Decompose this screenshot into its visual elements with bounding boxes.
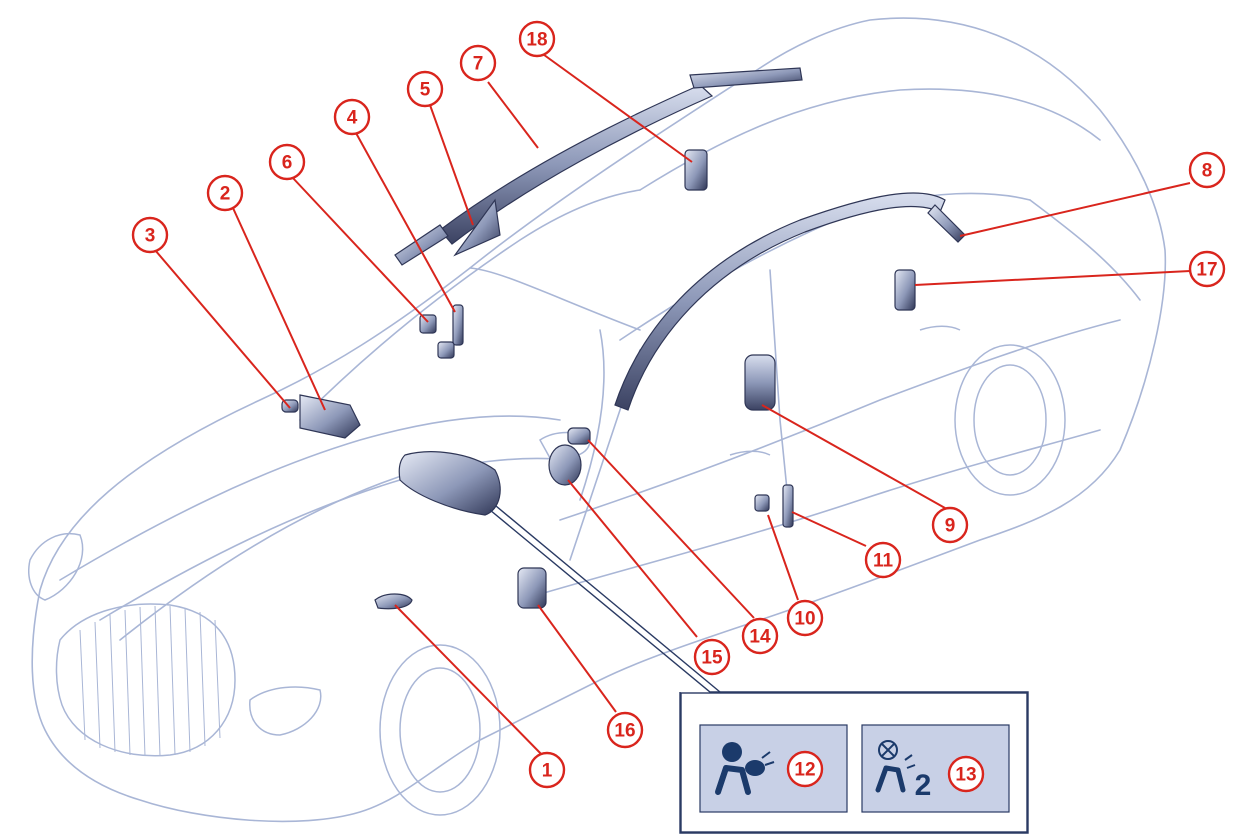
warning-lamp-13 xyxy=(861,724,1010,813)
warning-lamp-inset xyxy=(680,692,1028,833)
callout-circles xyxy=(131,20,1226,789)
callout-13: 13 xyxy=(955,765,976,786)
callout-10: 10 xyxy=(794,609,815,630)
passenger-airbag-off-icon xyxy=(875,740,916,793)
callout-14: 14 xyxy=(749,627,771,648)
callout-8: 8 xyxy=(1202,161,1213,182)
callout-4: 4 xyxy=(347,108,358,129)
callout-11: 11 xyxy=(873,551,894,572)
warning-lamp-12 xyxy=(699,724,848,813)
callout-9: 9 xyxy=(945,516,956,537)
callout-15: 15 xyxy=(701,648,723,669)
callout-3: 3 xyxy=(145,226,156,247)
airbag-components xyxy=(281,67,966,610)
passenger-airbag-off-icon-subscript: 2 xyxy=(915,769,932,802)
callout-12: 12 xyxy=(794,760,815,781)
callout-2: 2 xyxy=(220,184,231,205)
callout-16: 16 xyxy=(614,721,635,742)
callout-18: 18 xyxy=(526,30,547,51)
callout-6: 6 xyxy=(282,153,293,174)
callout-1: 1 xyxy=(542,761,553,782)
leader-lines xyxy=(154,51,1191,761)
callout-17: 17 xyxy=(1196,260,1217,281)
front-fascia xyxy=(28,325,1066,816)
airbag-warning-icon xyxy=(715,742,775,795)
inset-connector xyxy=(489,505,1029,834)
callout-5: 5 xyxy=(420,80,431,101)
callout-7: 7 xyxy=(473,54,484,75)
callout-labels: 1 2 3 4 5 6 7 8 9 10 11 14 15 16 17 18 1… xyxy=(145,30,1218,786)
